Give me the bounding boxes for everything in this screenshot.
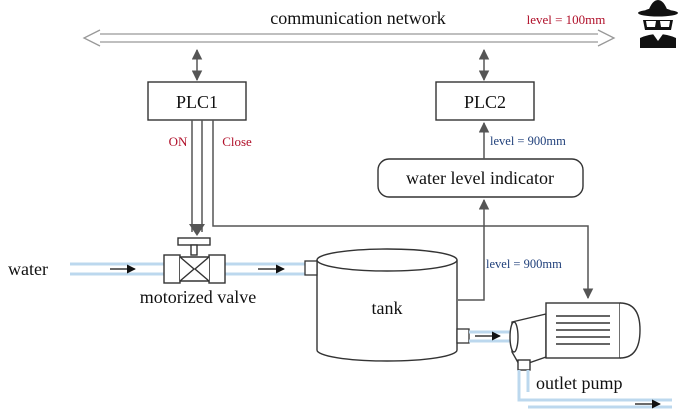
plc1-control-wires bbox=[189, 120, 594, 300]
plc2-label: PLC2 bbox=[464, 92, 506, 112]
plc2-box bbox=[435, 81, 535, 121]
plc1-box bbox=[147, 81, 247, 121]
attack-level-reading: level = 100mm bbox=[527, 12, 606, 27]
plc1-close-signal: Close bbox=[222, 134, 252, 149]
motorized-valve-label: motorized valve bbox=[140, 287, 256, 307]
water-level-indicator-label: water level indicator bbox=[406, 168, 554, 188]
plc1-label: PLC1 bbox=[176, 92, 218, 112]
outlet-pump-label: outlet pump bbox=[536, 373, 623, 393]
tank-outlet-pipe bbox=[469, 330, 513, 343]
communication-network-bus bbox=[82, 29, 616, 47]
discharge-pipe bbox=[517, 370, 672, 409]
plc1-on-signal: ON bbox=[169, 134, 188, 149]
outlet-pump-icon bbox=[509, 302, 641, 371]
sensor-level-reading: level = 900mm bbox=[486, 257, 562, 271]
water-inlet-label: water bbox=[8, 259, 48, 279]
tank-icon bbox=[304, 248, 470, 362]
network-label: communication network bbox=[270, 8, 445, 28]
water-level-indicator-box bbox=[377, 158, 584, 198]
tank-label: tank bbox=[372, 298, 403, 318]
hacker-spy-icon bbox=[638, 0, 678, 48]
tank-sensor-line bbox=[458, 198, 490, 301]
motorized-valve-icon bbox=[163, 237, 226, 284]
plc2-level-reading: level = 900mm bbox=[490, 134, 566, 148]
